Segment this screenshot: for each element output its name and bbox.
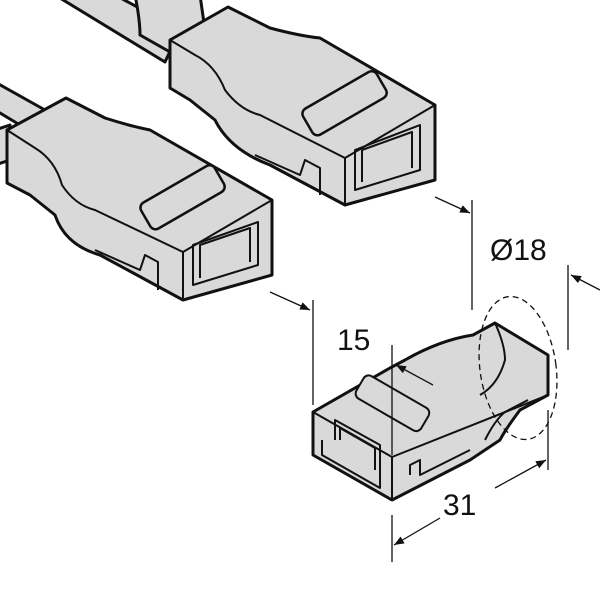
lower-connector	[5, 96, 274, 302]
dimension-length-label: 31	[443, 489, 476, 522]
upper-connector	[168, 5, 437, 207]
dimension-height-label: 15	[337, 324, 370, 357]
single-connector	[311, 321, 550, 502]
dimension-lines	[269, 196, 600, 562]
dimension-diameter-label: Ø18	[490, 234, 547, 267]
